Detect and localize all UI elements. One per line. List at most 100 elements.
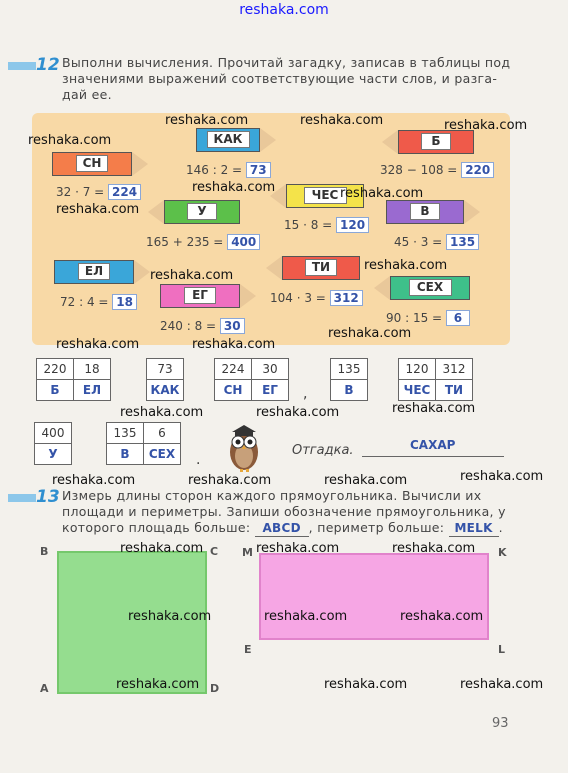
rectangle-abcd — [57, 551, 207, 694]
expression-answer: 220 — [461, 162, 495, 178]
vertex-e: E — [244, 643, 252, 656]
table-word-cell: В — [330, 379, 368, 401]
hint-underline — [362, 456, 504, 457]
watermark: reshaka.com — [192, 180, 276, 195]
owl-illustration — [230, 425, 258, 472]
vertex-b: B — [40, 545, 49, 558]
table-word-cell: ЕГ — [251, 379, 289, 401]
task-13-line-3-start: которого площадь больше: — [62, 520, 251, 535]
period-mark: . — [196, 452, 201, 468]
expression: 104 · 3 = 312 — [270, 290, 363, 306]
pencil-syllable: ЧЕС — [303, 187, 347, 204]
table-number-cell: 135 — [106, 422, 144, 444]
table-number-cell: 120 — [398, 358, 436, 380]
watermark: reshaka.com — [128, 609, 212, 624]
expression: 165 + 235 = 400 — [146, 234, 261, 250]
pencil-2: КАК — [196, 128, 276, 152]
expression: 146 : 2 = 73 — [186, 162, 271, 178]
watermark: reshaka.com — [324, 473, 408, 488]
task-12-number: 12 — [36, 55, 60, 75]
pencil-10: СЕХ — [374, 276, 470, 300]
table-number-cell: 135 — [330, 358, 368, 380]
rectangle-melk — [259, 553, 489, 640]
table-word-row: В — [330, 379, 368, 401]
vertex-k: K — [498, 546, 507, 559]
watermark: reshaka.com — [444, 118, 528, 133]
expression-text: 328 − 108 = — [380, 163, 462, 177]
pencil-tip — [148, 200, 164, 224]
expression-answer: 135 — [446, 234, 480, 250]
vertex-d: D — [210, 682, 220, 695]
expression-answer: 30 — [219, 318, 245, 334]
pencil-1: СН — [52, 152, 148, 176]
task-12-line-1: Выполни вычисления. Прочитай загадку, за… — [62, 55, 511, 70]
pencil-syllable: ЕЛ — [78, 263, 110, 280]
area-answer: ABCD — [254, 520, 309, 537]
expression-answer: 312 — [329, 290, 363, 306]
watermark: reshaka.com — [460, 677, 544, 692]
task-12-line-2: значениями выражений соответствующие час… — [62, 71, 498, 86]
pencil-4: У — [148, 200, 240, 224]
pencil-syllable: СЕХ — [408, 279, 452, 296]
vertex-l: L — [498, 643, 506, 656]
expression-text: 32 · 7 = — [56, 185, 109, 199]
watermark: reshaka.com — [324, 677, 408, 692]
page-number: 93 — [492, 716, 509, 731]
watermark: reshaka.com — [120, 541, 204, 556]
task-12-text: Выполни вычисления. Прочитай загадку, за… — [62, 55, 512, 103]
expression-answer: 224 — [108, 184, 142, 200]
pencil-9: ТИ — [266, 256, 360, 280]
watermark: reshaka.com — [116, 677, 200, 692]
watermark: reshaka.com — [192, 337, 276, 352]
expression: 45 · 3 = 135 — [394, 234, 480, 250]
task-13-text: Измерь длины сторон каждого прямоугольни… — [62, 488, 512, 537]
vertex-c: C — [210, 545, 219, 558]
expression-text: 165 + 235 = — [146, 235, 228, 249]
table-number-row: 400 — [34, 422, 72, 444]
table-word-cell: В — [106, 443, 144, 465]
expression-text: 240 : 8 = — [160, 319, 220, 333]
table-number-cell: 224 — [214, 358, 252, 380]
task-13-line-3: которого площадь больше: ABCD, периметр … — [62, 520, 512, 537]
table-word-cell: Б — [36, 379, 74, 401]
watermark: reshaka.com — [188, 473, 272, 488]
table-number-cell: 6 — [143, 422, 181, 444]
pencil-tip — [270, 184, 286, 208]
table-number-cell: 220 — [36, 358, 74, 380]
table-number-cell: 18 — [73, 358, 111, 380]
hint-answer: САХАР — [410, 438, 456, 452]
table-number-cell: 73 — [146, 358, 184, 380]
watermark: reshaka.com — [300, 113, 384, 128]
table-word-cell: СЕХ — [143, 443, 181, 465]
pencil-tip — [374, 276, 390, 300]
site-label[interactable]: reshaka.com — [239, 2, 329, 18]
table-word-cell: ТИ — [435, 379, 473, 401]
table-number-row: 73 — [146, 358, 184, 380]
hint-label: Отгадка. — [292, 443, 354, 458]
table-word-cell: ЕЛ — [73, 379, 111, 401]
task-12-bar — [8, 62, 36, 70]
table-word-row: У — [34, 443, 72, 465]
watermark: reshaka.com — [364, 258, 448, 273]
expression-text: 45 · 3 = — [394, 235, 447, 249]
pencil-tip — [134, 260, 150, 284]
expression: 72 : 4 = 18 — [60, 294, 137, 310]
expression: 240 : 8 = 30 — [160, 318, 245, 334]
watermark: reshaka.com — [328, 326, 412, 341]
watermark: reshaka.com — [56, 202, 140, 217]
watermark: reshaka.com — [460, 469, 544, 484]
pencil-syllable: ЕГ — [184, 287, 216, 304]
pencil-syllable: Б — [421, 133, 451, 150]
task-13-number: 13 — [36, 487, 60, 507]
